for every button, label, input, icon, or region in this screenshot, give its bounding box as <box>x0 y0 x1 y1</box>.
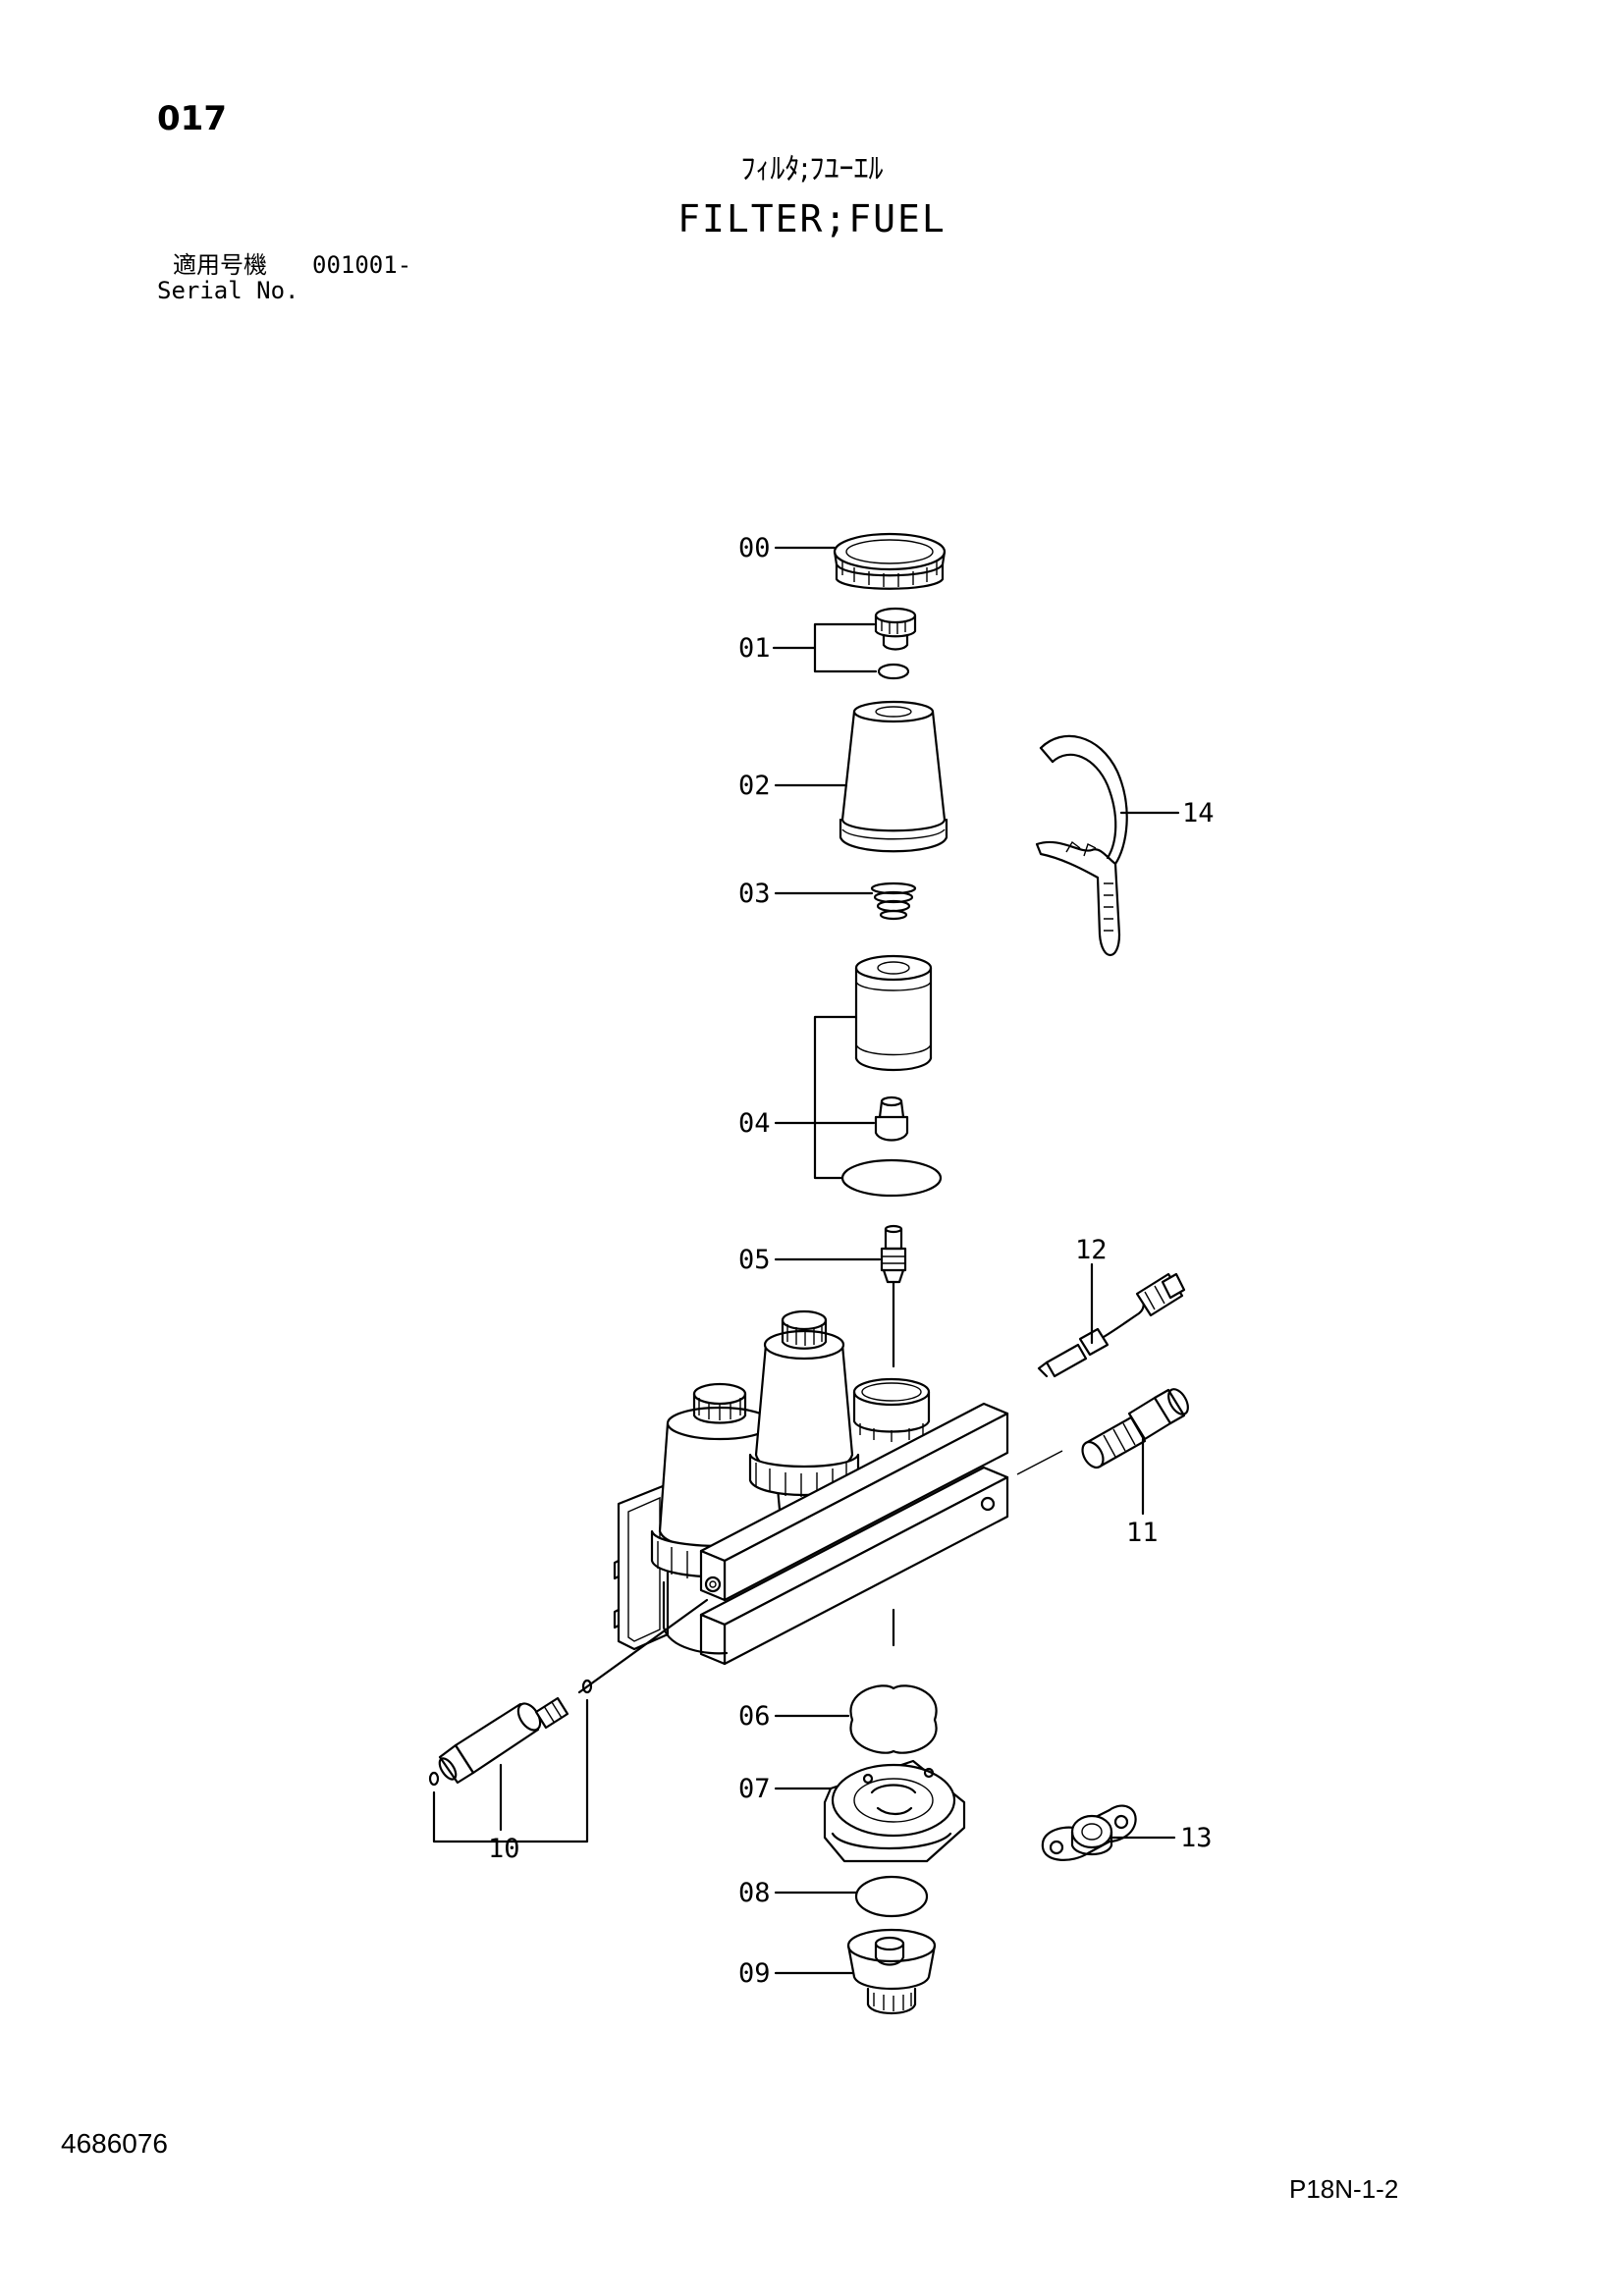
part-10-o-ring-a <box>581 1679 593 1694</box>
filter-housing-assembly <box>613 1309 1009 1666</box>
part-08-seal-disc <box>854 1875 929 1918</box>
callout-02: 02 <box>738 771 771 801</box>
callout-03: 03 <box>738 879 771 909</box>
part-12-water-sensor <box>1037 1272 1186 1378</box>
page-code: P18N-1-2 <box>1289 2174 1399 2204</box>
callout-12: 12 <box>1075 1235 1108 1265</box>
part-13-clamp <box>1041 1804 1137 1861</box>
callout-14: 14 <box>1182 798 1215 828</box>
callout-05: 05 <box>738 1245 771 1275</box>
callout-00: 00 <box>738 533 771 563</box>
callout-10: 10 <box>488 1834 520 1864</box>
callout-09: 09 <box>738 1958 771 1989</box>
part-11-pressure-sensor <box>1016 1388 1189 1475</box>
callout-07: 07 <box>738 1774 771 1804</box>
title-english: FILTER;FUEL <box>677 197 947 240</box>
part-10-o-ring-b <box>428 1771 440 1787</box>
part-09-drain-valve <box>846 1928 937 2014</box>
serial-label-japanese: 適用号機 <box>173 251 267 279</box>
title-japanese: ﾌｨﾙﾀ;ﾌﾕｰｴﾙ <box>740 152 884 187</box>
document-number: 4686076 <box>61 2128 169 2159</box>
leader-10 <box>432 1698 589 1843</box>
callout-04: 04 <box>738 1108 771 1139</box>
part-04-o-ring <box>840 1158 943 1198</box>
part-04-nipple <box>874 1095 909 1142</box>
part-04-filter-element <box>854 954 933 1072</box>
leader-04 <box>774 1015 876 1180</box>
callout-13: 13 <box>1180 1823 1213 1853</box>
part-00-ring-nut <box>833 532 947 590</box>
part-05-center-tube <box>880 1224 907 1368</box>
part-02-filter-bowl <box>839 700 948 853</box>
leader-01 <box>772 622 878 673</box>
part-07-adapter-plate <box>823 1759 966 1863</box>
part-14-filter-wrench <box>1035 734 1128 956</box>
callout-11: 11 <box>1126 1518 1159 1548</box>
serial-number-value: 001001- <box>312 251 412 279</box>
callout-06: 06 <box>738 1701 771 1732</box>
part-01-plug-and-o-ring <box>874 607 917 680</box>
page-number: 017 <box>157 99 227 138</box>
callout-01: 01 <box>738 633 771 664</box>
part-10-fitting <box>438 1598 709 1785</box>
part-06-o-ring <box>849 1684 938 1754</box>
part-03-spring <box>870 881 917 921</box>
serial-label-english: Serial No. <box>157 277 299 304</box>
callout-08: 08 <box>738 1878 771 1908</box>
